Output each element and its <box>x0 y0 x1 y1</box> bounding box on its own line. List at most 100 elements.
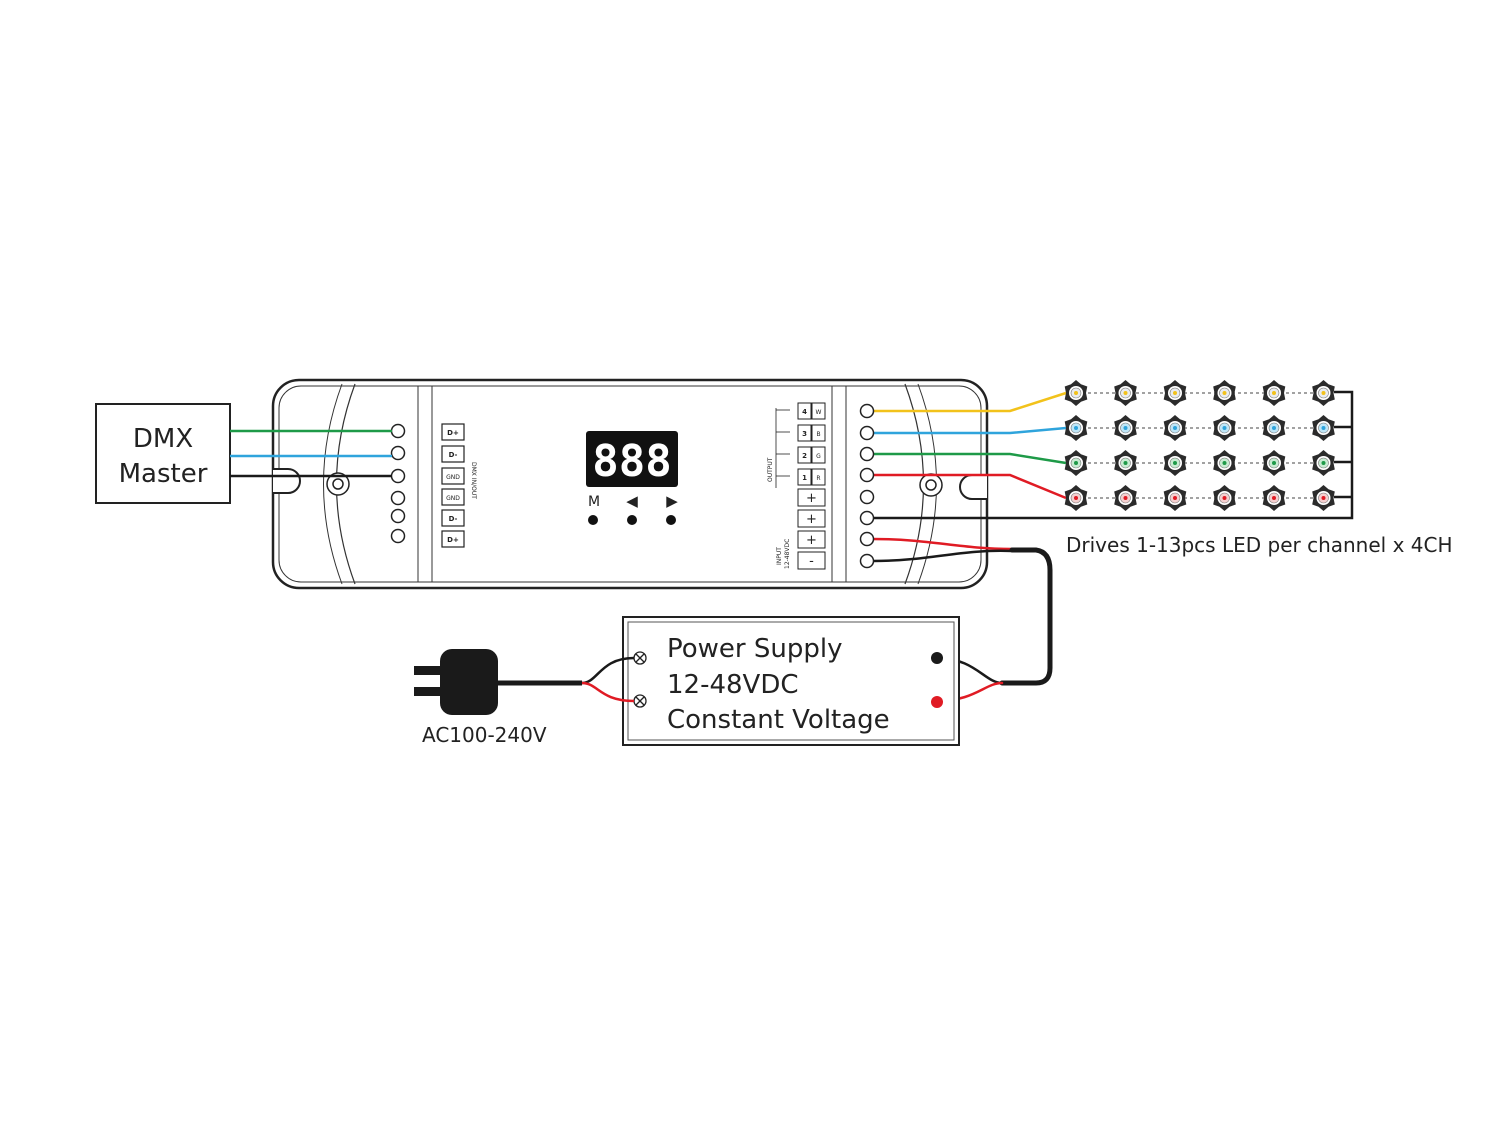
psu-dc-positive <box>931 696 943 708</box>
led-star <box>1163 485 1187 511</box>
mount-screw-left <box>326 472 350 496</box>
dmx-terminal[interactable] <box>390 423 406 439</box>
psu-dc-negative <box>931 652 943 664</box>
output-terminal[interactable] <box>859 510 875 526</box>
led-array <box>1064 380 1335 511</box>
wire-yellow <box>873 391 1067 413</box>
output-wires <box>873 390 1354 520</box>
dmx-terminal[interactable] <box>390 508 406 524</box>
led-star <box>1213 485 1236 511</box>
output-labels: OUTPUT 4 W 3 B 2 G 1 R + + INPUT 12-48VD… <box>767 402 826 570</box>
dmx-wires <box>230 429 392 478</box>
led-star <box>1064 415 1088 441</box>
output-channel-3-letter: B <box>816 431 820 438</box>
psu-voltage: 12-48VDC <box>667 670 799 700</box>
output-channel-4-letter: W <box>816 409 822 416</box>
output-terminal-circles <box>859 403 875 569</box>
led-star <box>1213 450 1236 476</box>
common-plus-1: + <box>806 491 817 506</box>
led-star <box>1213 380 1236 406</box>
dmx-master-box <box>95 403 231 504</box>
input-plus: + <box>806 533 817 548</box>
output-terminal[interactable] <box>859 425 875 441</box>
led-star <box>1064 450 1088 476</box>
led-star <box>1114 380 1137 406</box>
wire-green <box>873 452 1067 465</box>
dmx-master-line1: DMX <box>133 424 193 454</box>
led-star <box>1312 415 1335 441</box>
led-star <box>1163 380 1187 406</box>
common-plus-2: + <box>806 512 817 527</box>
right-button[interactable] <box>666 515 676 525</box>
output-channel-3-num: 3 <box>802 430 807 438</box>
dmx-label-dminus-2: D- <box>449 515 458 523</box>
wire-blue <box>873 426 1067 435</box>
wire-common-black <box>873 390 1354 520</box>
output-channel-2-letter: G <box>816 453 821 460</box>
led-caption: Drives 1-13pcs LED per channel x 4CH <box>1066 533 1453 557</box>
output-channel-1-num: 1 <box>802 474 807 482</box>
dmx-label-gnd-2: GND <box>446 495 460 502</box>
button-label-m: M <box>588 494 600 510</box>
dmx-terminal[interactable] <box>390 528 406 544</box>
ac-voltage-label: AC100-240V <box>422 723 547 747</box>
dmx-label-dminus-1: D- <box>449 451 458 459</box>
output-label: OUTPUT <box>767 457 774 482</box>
left-button[interactable] <box>627 515 637 525</box>
dmx-label-gnd-1: GND <box>446 474 460 481</box>
button-label-right: ▶ <box>666 492 678 510</box>
power-supply-box <box>622 616 960 746</box>
segment-display <box>586 431 678 487</box>
dmx-label-dplus-2: D+ <box>447 536 459 544</box>
led-star <box>1064 380 1088 406</box>
dmx-terminal-labels: D+ D- GND GND D- D+ DMX IN/OUT <box>441 423 477 548</box>
led-star <box>1262 380 1286 406</box>
psu-title: Power Supply <box>667 634 842 664</box>
led-star <box>1312 485 1335 511</box>
led-star <box>1114 450 1137 476</box>
input-minus: - <box>809 554 814 569</box>
led-star <box>1312 450 1335 476</box>
dmx-label-dplus-1: D+ <box>447 429 459 437</box>
dmx-terminal[interactable] <box>390 445 406 461</box>
output-terminal[interactable] <box>859 553 875 569</box>
led-star <box>1163 450 1187 476</box>
output-channel-4-num: 4 <box>802 408 807 416</box>
button-label-left: ◀ <box>626 492 638 510</box>
input-voltage-label: 12-48VDC <box>784 539 791 569</box>
output-terminal[interactable] <box>859 403 875 419</box>
led-star <box>1163 415 1187 441</box>
led-star <box>1262 485 1286 511</box>
led-star <box>1114 485 1137 511</box>
input-label: INPUT <box>776 547 783 565</box>
output-terminal[interactable] <box>859 446 875 462</box>
led-star <box>1312 380 1335 406</box>
dmx-terminal-circles <box>390 423 406 544</box>
led-star <box>1262 450 1286 476</box>
dmx-master-line2: Master <box>119 459 208 489</box>
mount-screw-right <box>919 473 943 497</box>
led-star <box>1213 415 1236 441</box>
power-supply: Power Supply 12-48VDC Constant Voltage <box>622 616 960 746</box>
m-button[interactable] <box>588 515 598 525</box>
dmx-terminal[interactable] <box>390 490 406 506</box>
led-star <box>1064 485 1088 511</box>
led-star <box>1114 415 1137 441</box>
output-terminal[interactable] <box>859 531 875 547</box>
wire-red <box>873 473 1067 500</box>
output-terminal[interactable] <box>859 489 875 505</box>
power-cable <box>999 547 1053 686</box>
output-channel-2-num: 2 <box>802 452 807 460</box>
ac-plug <box>414 649 635 715</box>
power-wires <box>871 537 1053 703</box>
dmx-terminal[interactable] <box>390 468 406 484</box>
output-terminal[interactable] <box>859 467 875 483</box>
output-channel-1-letter: R <box>816 475 820 482</box>
led-star <box>1262 415 1286 441</box>
psu-mode: Constant Voltage <box>667 705 890 735</box>
display-value: 888 <box>592 436 671 487</box>
plug-body <box>440 649 498 715</box>
dmx-inout-label: DMX IN/OUT <box>470 462 477 499</box>
